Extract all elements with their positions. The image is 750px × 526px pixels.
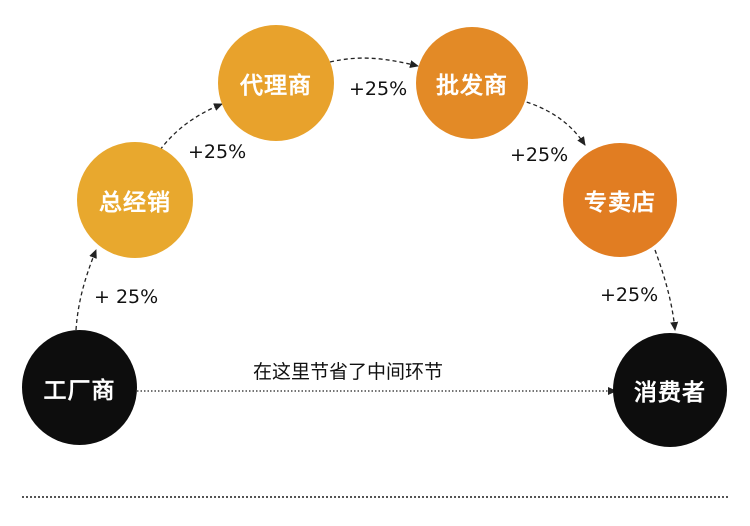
node-consumer: 消费者: [613, 333, 727, 447]
markup-label-retailer-to-consumer: +25%: [600, 284, 659, 306]
arrow-agent-to-wholesaler: [329, 57, 419, 69]
bottom-divider: [22, 496, 728, 498]
markup-label-factory-to-distributor: + 25%: [94, 286, 159, 308]
node-agent: 代理商: [218, 25, 334, 141]
arrow-wholesaler-to-retailer: [519, 99, 586, 146]
markup-label-distributor-to-agent: +25%: [188, 141, 247, 163]
direct-route-caption: 在这里节省了中间环节: [253, 361, 444, 383]
arrow-distributor-to-agent: [159, 103, 223, 151]
markup-label-agent-to-wholesaler: +25%: [349, 78, 408, 100]
node-retailer: 专卖店: [563, 143, 677, 257]
node-factory: 工厂商: [22, 330, 137, 445]
arrow-retailer-to-consumer: [654, 249, 679, 331]
node-wholesaler: 批发商: [416, 27, 528, 139]
node-distributor: 总经销: [77, 142, 193, 258]
markup-label-wholesaler-to-retailer: +25%: [510, 144, 569, 166]
arrow-factory-to-distributor: [75, 249, 97, 331]
